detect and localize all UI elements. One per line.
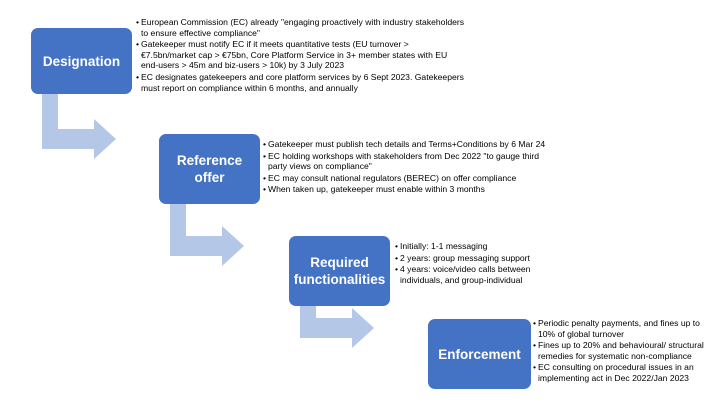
step-reference-offer-title: Reference offer bbox=[176, 153, 243, 185]
step-designation-box: Designation bbox=[31, 28, 132, 94]
list-item: 2 years: group messaging support bbox=[395, 253, 573, 264]
bent-arrow-3-icon bbox=[300, 277, 374, 348]
list-item: Gatekeeper must publish tech details and… bbox=[263, 139, 559, 150]
list-item: Periodic penalty payments, and fines up … bbox=[533, 318, 719, 339]
step-reference-offer-bullets: Gatekeeper must publish tech details and… bbox=[263, 139, 559, 196]
step-enforcement-bullets: Periodic penalty payments, and fines up … bbox=[533, 318, 719, 385]
step-enforcement-box: Enforcement bbox=[428, 319, 531, 389]
list-item: European Commission (EC) already "engagi… bbox=[136, 17, 466, 38]
list-item: EC holding workshops with stakeholders f… bbox=[263, 151, 559, 172]
step-enforcement-title: Enforcement bbox=[438, 346, 521, 362]
list-item: When taken up, gatekeeper must enable wi… bbox=[263, 184, 559, 195]
step-required-functionalities-box: Required functionalities bbox=[289, 236, 390, 306]
list-item: EC consulting on procedural issues in an… bbox=[533, 362, 719, 383]
step-designation-title: Designation bbox=[42, 53, 121, 69]
list-item: EC may consult national regulators (BERE… bbox=[263, 173, 559, 184]
list-item: Gatekeeper must notify EC if it meets qu… bbox=[136, 39, 466, 71]
list-item: Fines up to 20% and behavioural/ structu… bbox=[533, 340, 719, 361]
step-required-functionalities-bullets: Initially: 1-1 messaging 2 years: group … bbox=[395, 241, 573, 286]
step-designation-bullets: European Commission (EC) already "engagi… bbox=[136, 17, 466, 94]
list-item: EC designates gatekeepers and core platf… bbox=[136, 72, 466, 93]
bent-arrow-2-icon bbox=[170, 204, 244, 266]
step-required-functionalities-title: Required functionalities bbox=[293, 255, 386, 287]
bent-arrow-1-icon bbox=[42, 94, 116, 159]
step-reference-offer-box: Reference offer bbox=[159, 134, 260, 204]
list-item: Initially: 1-1 messaging bbox=[395, 241, 573, 252]
list-item: 4 years: voice/video calls between indiv… bbox=[395, 264, 573, 285]
